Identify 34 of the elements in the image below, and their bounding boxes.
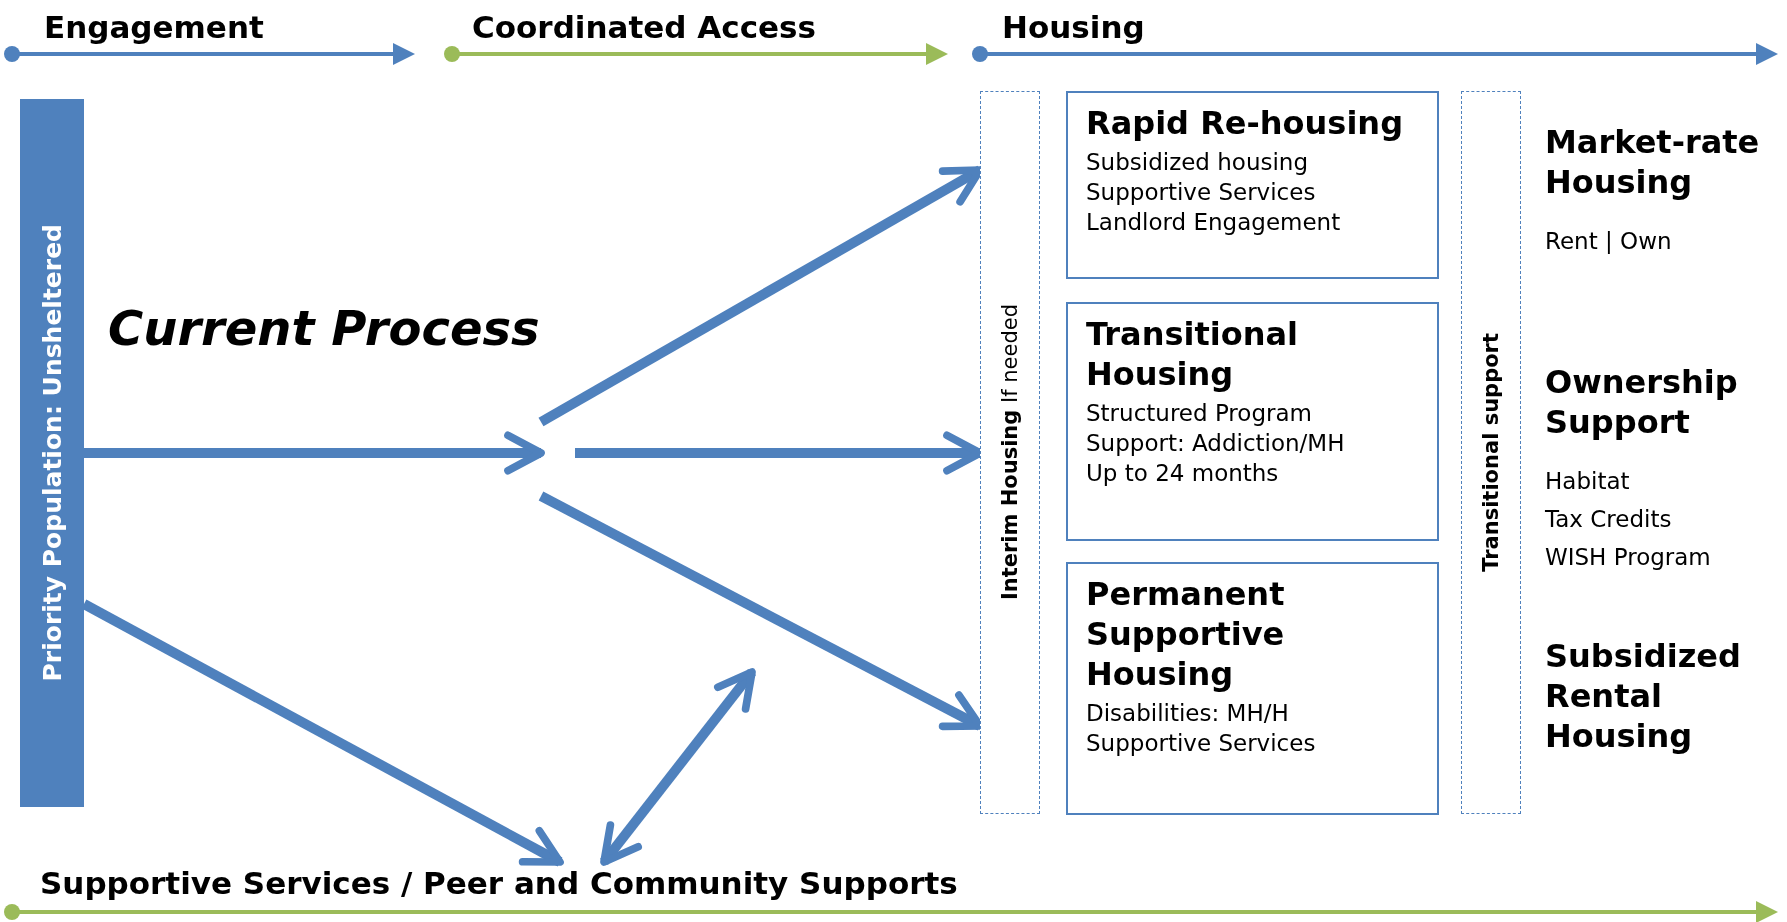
program-box xyxy=(1066,302,1439,541)
phase-title: Housing xyxy=(1002,8,1145,47)
program-box xyxy=(1066,562,1439,815)
dashed-column-box xyxy=(1461,91,1521,814)
box-heading: Permanent Supportive Housing xyxy=(1086,574,1286,694)
box-item: Landlord Engagement xyxy=(1086,208,1341,237)
box-item: Supportive Services xyxy=(1086,178,1316,207)
option-detail: Tax Credits xyxy=(1545,505,1672,534)
box-heading: Rapid Re-housing xyxy=(1086,103,1404,143)
process-title: Current Process xyxy=(108,299,540,358)
option-detail: Rent | Own xyxy=(1545,227,1672,256)
option-heading: Ownership Support xyxy=(1545,362,1739,442)
column-label: Transitional support xyxy=(1479,333,1503,572)
option-detail: WISH Program xyxy=(1545,543,1711,572)
box-item: Disabilities: MH/H xyxy=(1086,699,1289,728)
option-heading: Market-rate Housing xyxy=(1545,122,1761,202)
box-item: Supportive Services xyxy=(1086,729,1316,758)
box-item: Up to 24 months xyxy=(1086,459,1279,488)
option-heading: Subsidized Rental Housing xyxy=(1545,636,1742,756)
arrow xyxy=(84,431,545,475)
phase-title: Engagement xyxy=(44,8,264,47)
bar-label: Priority Population: Unsheltered xyxy=(37,224,67,682)
population-bar xyxy=(20,99,84,807)
arrow xyxy=(600,668,756,866)
section-title: Supportive Services / Peer and Community Supports xyxy=(40,862,958,904)
box-heading: Transitional Housing xyxy=(1086,314,1300,394)
phase-title: Coordinated Access xyxy=(472,8,816,47)
box-item: Subsidized housing xyxy=(1086,148,1309,177)
column-label: Interim Housing If needed xyxy=(998,304,1022,601)
dashed-column-box xyxy=(980,91,1040,814)
box-item: Support: Addiction/MH xyxy=(1086,429,1345,458)
option-detail: Habitat xyxy=(1545,467,1630,496)
box-item: Structured Program xyxy=(1086,399,1312,428)
program-box xyxy=(1066,91,1439,279)
